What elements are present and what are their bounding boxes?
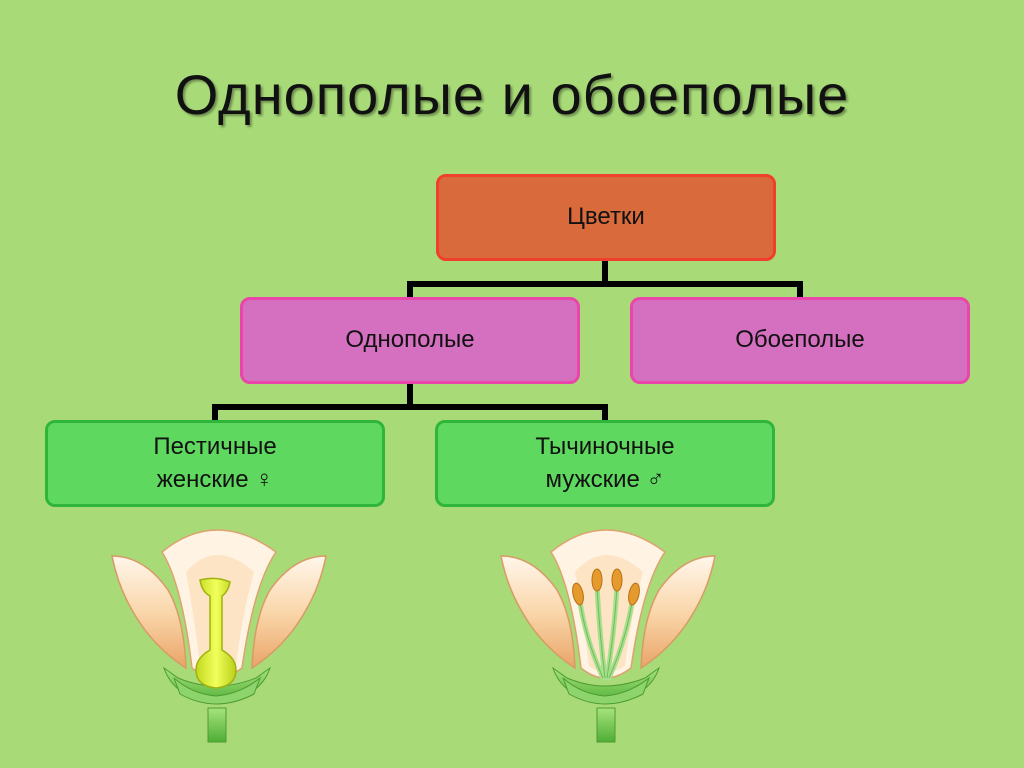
node-pistillate-female[interactable]: Пестичные женские ♀: [45, 420, 385, 507]
connector-unisexual-children: [212, 384, 608, 420]
node-bisexual-label: Обоеполые: [735, 326, 865, 354]
connector-root-children: [407, 261, 803, 297]
pistillate-flower-icon: [111, 529, 327, 743]
page-title: Однополые и обоеполые: [174, 63, 850, 126]
node-bisexual[interactable]: Обоеполые: [630, 297, 970, 384]
node-male-text: Тычиночные мужские ♂: [535, 431, 674, 496]
node-unisexual-label: Однополые: [345, 326, 475, 354]
node-unisexual[interactable]: Однополые: [240, 297, 580, 384]
node-male-line2: мужские ♂: [545, 465, 665, 493]
node-flowers[interactable]: Цветки: [436, 174, 776, 261]
node-female-line2: женские ♀: [156, 465, 274, 493]
node-female-line1: Пестичные: [153, 433, 277, 461]
node-staminate-male[interactable]: Тычиночные мужские ♂: [435, 420, 775, 507]
node-flowers-label: Цветки: [567, 203, 645, 231]
node-male-line1: Тычиночные: [535, 433, 675, 461]
staminate-flower-icon: [500, 529, 716, 743]
node-female-text: Пестичные женские ♀: [153, 431, 276, 496]
